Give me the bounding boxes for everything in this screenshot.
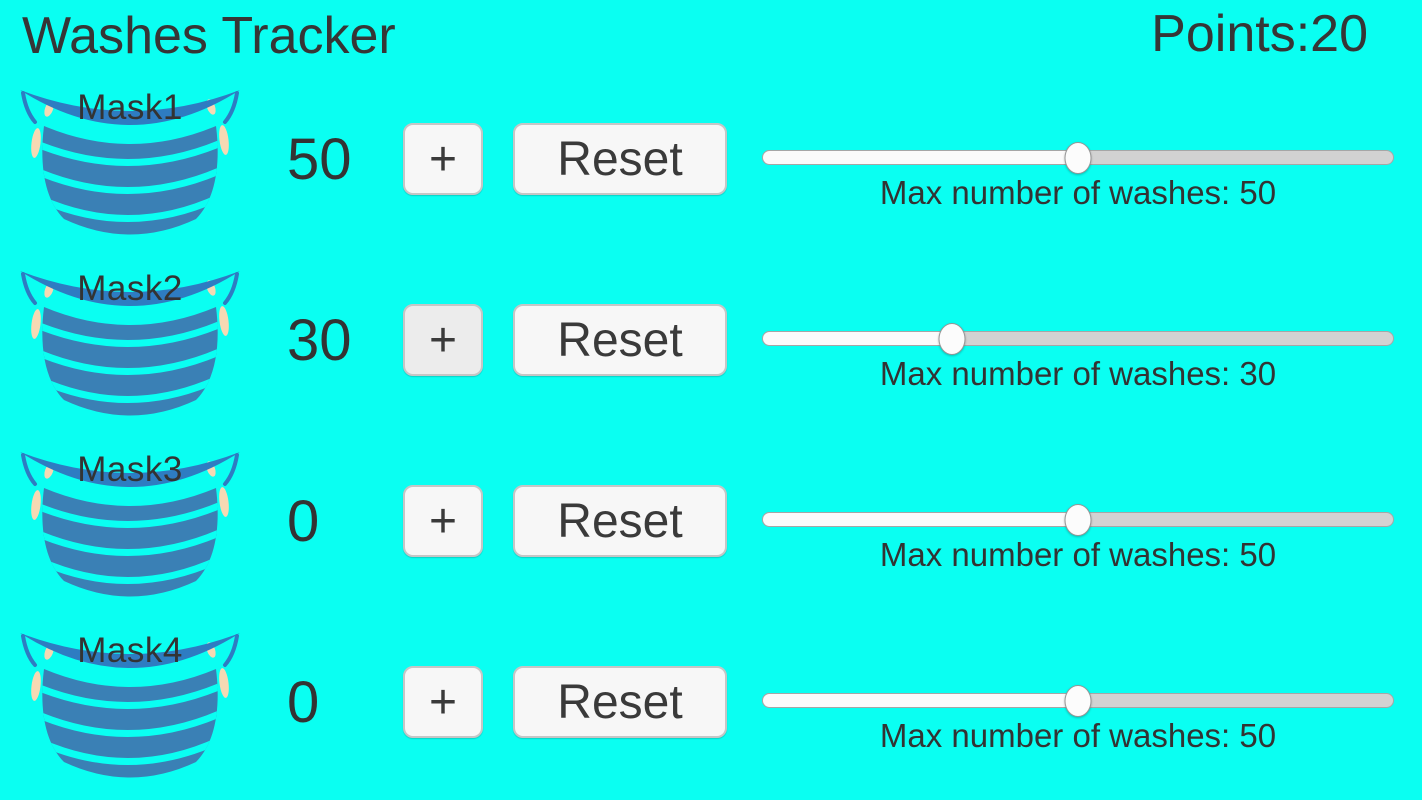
mask-image: Mask4 — [18, 623, 242, 789]
points-value: 20 — [1310, 5, 1368, 63]
increment-button[interactable]: + — [403, 123, 483, 195]
reset-button[interactable]: Reset — [513, 123, 727, 195]
points-display: Points:20 — [1151, 2, 1368, 66]
points-label: Points: — [1151, 5, 1311, 63]
max-washes-slider[interactable] — [762, 322, 1394, 355]
wash-count: 0 — [287, 489, 320, 554]
mask-name-label: Mask4 — [77, 631, 183, 670]
slider-thumb[interactable] — [1064, 141, 1092, 174]
max-washes-caption: Max number of washes: 50 — [879, 174, 1277, 211]
increment-button[interactable]: + — [403, 485, 483, 557]
reset-button[interactable]: Reset — [513, 485, 727, 557]
mask-row: Mask1 50 + Reset Max number of washes: 5… — [0, 70, 1422, 251]
mask-name-label: Mask3 — [77, 450, 183, 489]
reset-button[interactable]: Reset — [513, 666, 727, 738]
mask-image: Mask2 — [18, 261, 242, 427]
slider-fill — [762, 693, 1078, 708]
max-washes-slider[interactable] — [762, 141, 1394, 174]
increment-button[interactable]: + — [403, 304, 483, 376]
reset-button[interactable]: Reset — [513, 304, 727, 376]
mask-name-label: Mask1 — [77, 88, 183, 127]
slider-thumb[interactable] — [1064, 684, 1092, 717]
slider-fill — [762, 150, 1078, 165]
mask-image: Mask1 — [18, 80, 242, 246]
max-washes-caption: Max number of washes: 50 — [879, 536, 1277, 573]
slider-thumb[interactable] — [938, 322, 966, 355]
wash-count: 30 — [287, 308, 352, 373]
max-washes-caption: Max number of washes: 50 — [879, 717, 1277, 754]
mask-row: Mask3 0 + Reset Max number of washes: 50 — [0, 432, 1422, 613]
max-washes-caption: Max number of washes: 30 — [879, 355, 1277, 392]
increment-button[interactable]: + — [403, 666, 483, 738]
max-washes-slider[interactable] — [762, 684, 1394, 717]
max-washes-slider[interactable] — [762, 503, 1394, 536]
wash-count: 0 — [287, 670, 320, 735]
slider-fill — [762, 331, 952, 346]
mask-row: Mask4 0 + Reset Max number of washes: 50 — [0, 613, 1422, 794]
mask-image: Mask3 — [18, 442, 242, 608]
wash-count: 50 — [287, 127, 352, 192]
mask-name-label: Mask2 — [77, 269, 183, 308]
slider-fill — [762, 512, 1078, 527]
page-title: Washes Tracker — [22, 7, 396, 65]
mask-row: Mask2 30 + Reset Max number of washes: 3… — [0, 251, 1422, 432]
slider-thumb[interactable] — [1064, 503, 1092, 536]
